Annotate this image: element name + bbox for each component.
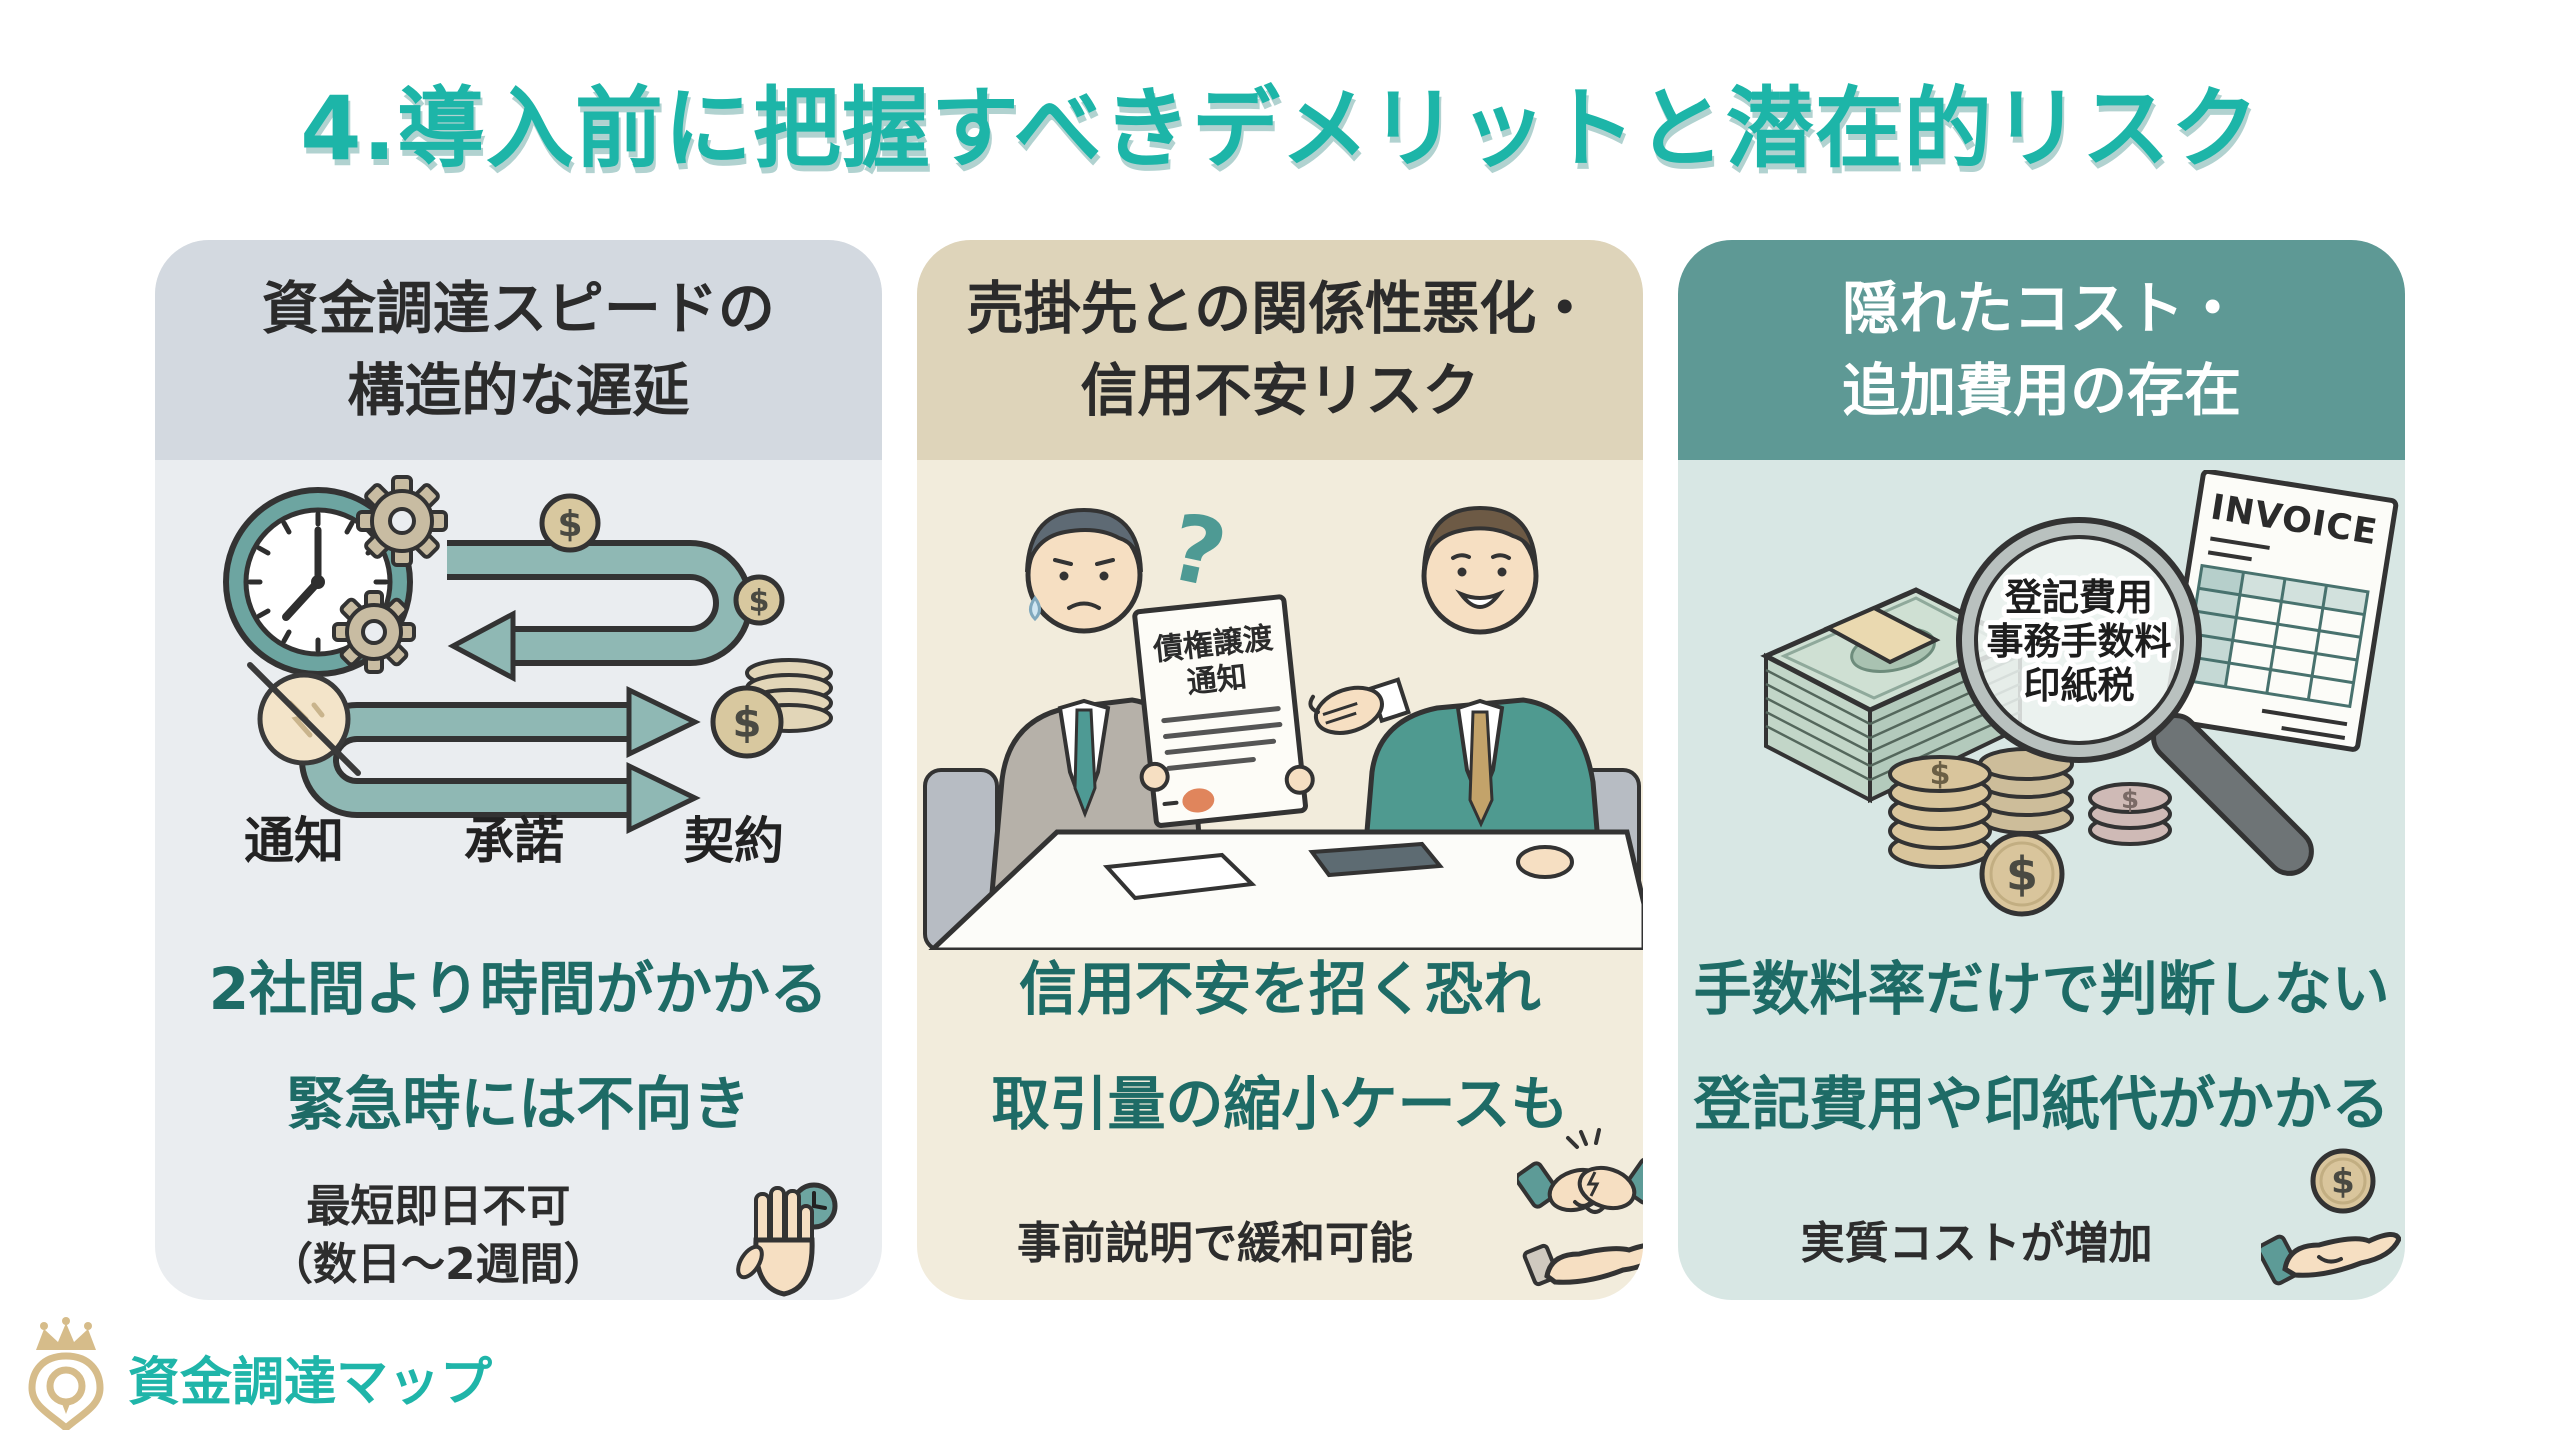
meeting-table bbox=[928, 829, 1644, 950]
flow-label-notice: 通知 bbox=[244, 812, 344, 870]
map-pin-crown-icon bbox=[28, 1317, 104, 1430]
card-funding-speed-delay: 資金調達スピードの 構造的な遅延 bbox=[155, 240, 882, 1300]
magnifier-text-line3: 印紙税 bbox=[2024, 664, 2135, 707]
svg-text:$: $ bbox=[749, 584, 770, 619]
flow-label-consent: 承諾 bbox=[464, 812, 564, 870]
dollar-coin-icon: $ bbox=[733, 574, 785, 626]
svg-text:$: $ bbox=[732, 698, 761, 747]
paper-on-table bbox=[1102, 852, 1257, 901]
hand-clock-icon bbox=[736, 1182, 838, 1297]
logo-text: 資金調達マップ bbox=[128, 1353, 493, 1413]
card2-header-line1: 売掛先との関係性悪化・ bbox=[966, 276, 1594, 342]
no-instant-icon bbox=[247, 662, 361, 776]
banknotes-icon bbox=[1760, 587, 2027, 804]
card1-header-line1: 資金調達スピードの bbox=[261, 276, 775, 342]
card3-header-line2: 追加費用の存在 bbox=[1842, 358, 2242, 424]
card-hidden-costs: 隠れたコスト・ 追加費用の存在 bbox=[1678, 240, 2406, 1300]
dollar-coin-icon: $ bbox=[539, 493, 601, 553]
hidden-cost-illustration: $ $ $ INVOICE bbox=[1760, 470, 2399, 917]
coins-stack-icon: $ bbox=[710, 658, 833, 759]
card1-header: 資金調達スピードの 構造的な遅延 bbox=[155, 240, 882, 460]
svg-text:$: $ bbox=[1930, 757, 1951, 792]
handshake-icon bbox=[1516, 1128, 1644, 1287]
card-relationship-risk: 売掛先との関係性悪化・ 信用不安リスク ? bbox=[916, 240, 1644, 1300]
document-title-line2: 通知 bbox=[1185, 660, 1248, 701]
flow-arrow-top bbox=[447, 540, 753, 683]
card1-note: 最短即日不可 （数日〜2週間） bbox=[155, 1178, 882, 1294]
card3-point-line2: 登記費用や印紙代がかかる bbox=[1693, 1070, 2390, 1138]
card2-note-line1: 事前説明で緩和可能 bbox=[1017, 1218, 1413, 1269]
gear-icon bbox=[356, 475, 448, 567]
notebook-icon bbox=[1307, 841, 1444, 878]
flow-illustration: $ $ $ 通知 承諾 bbox=[223, 475, 833, 870]
card3-note: 実質コストが増加 bbox=[1678, 1215, 2405, 1273]
card3-note-line1: 実質コストが増加 bbox=[1800, 1218, 2153, 1269]
gesturing-hand bbox=[1308, 677, 1411, 735]
card1-point-line2: 緊急時には不向き bbox=[286, 1070, 751, 1138]
question-mark-icon: ? bbox=[1160, 493, 1234, 609]
flow-label-contract: 契約 bbox=[684, 812, 784, 870]
magnifier-icon: 登記費用 事務手数料 印紙税 bbox=[1956, 517, 2315, 876]
sweat-drop-icon bbox=[1028, 595, 1041, 622]
invoice-document: INVOICE bbox=[2163, 470, 2399, 752]
meeting-illustration: ? bbox=[922, 493, 1644, 950]
site-logo: 資金調達マップ bbox=[16, 1316, 492, 1430]
card2-point-line2: 取引量の縮小ケースも bbox=[991, 1070, 1569, 1138]
card2-note: 事前説明で緩和可能 bbox=[917, 1215, 1644, 1273]
cards-row: 資金調達スピードの 構造的な遅延 bbox=[155, 240, 2406, 1300]
card3-header-line1: 隠れたコスト・ bbox=[1842, 276, 2242, 342]
svg-text:$: $ bbox=[2332, 1162, 2356, 1202]
magnifier-text-line2: 事務手数料 bbox=[1987, 620, 2172, 663]
svg-text:$: $ bbox=[2006, 847, 2038, 901]
magnifier-text-line1: 登記費用 bbox=[2004, 576, 2153, 619]
coin-stacks-icon: $ $ $ bbox=[1888, 747, 2173, 917]
svg-text:$: $ bbox=[2121, 785, 2139, 815]
card1-note-line2: （数日〜2週間） bbox=[269, 1239, 608, 1290]
hand-coin-icon: $ bbox=[2261, 1148, 2402, 1286]
card3-point-line1: 手数料率だけで判断しない bbox=[1693, 955, 2390, 1023]
svg-text:$: $ bbox=[557, 504, 582, 545]
gear-icon bbox=[332, 590, 416, 674]
assignment-notice-document: 債権譲渡 通知 bbox=[1131, 594, 1315, 828]
card2-header: 売掛先との関係性悪化・ 信用不安リスク bbox=[916, 240, 1644, 460]
flow-arrow-bottom bbox=[299, 686, 701, 834]
card1-header-line2: 構造的な遅延 bbox=[347, 358, 690, 424]
page-title: 4.導入前に把握すべきデメリットと潜在的リスク bbox=[300, 77, 2260, 180]
card2-point-line1: 信用不安を招く恐れ bbox=[1019, 955, 1542, 1023]
card2-header-line2: 信用不安リスク bbox=[1080, 358, 1480, 424]
card3-header: 隠れたコスト・ 追加費用の存在 bbox=[1678, 240, 2406, 460]
seal-icon bbox=[1182, 788, 1214, 813]
card1-point-line1: 2社間より時間がかかる bbox=[208, 955, 828, 1023]
card1-note-line1: 最短即日不可 bbox=[306, 1181, 571, 1232]
